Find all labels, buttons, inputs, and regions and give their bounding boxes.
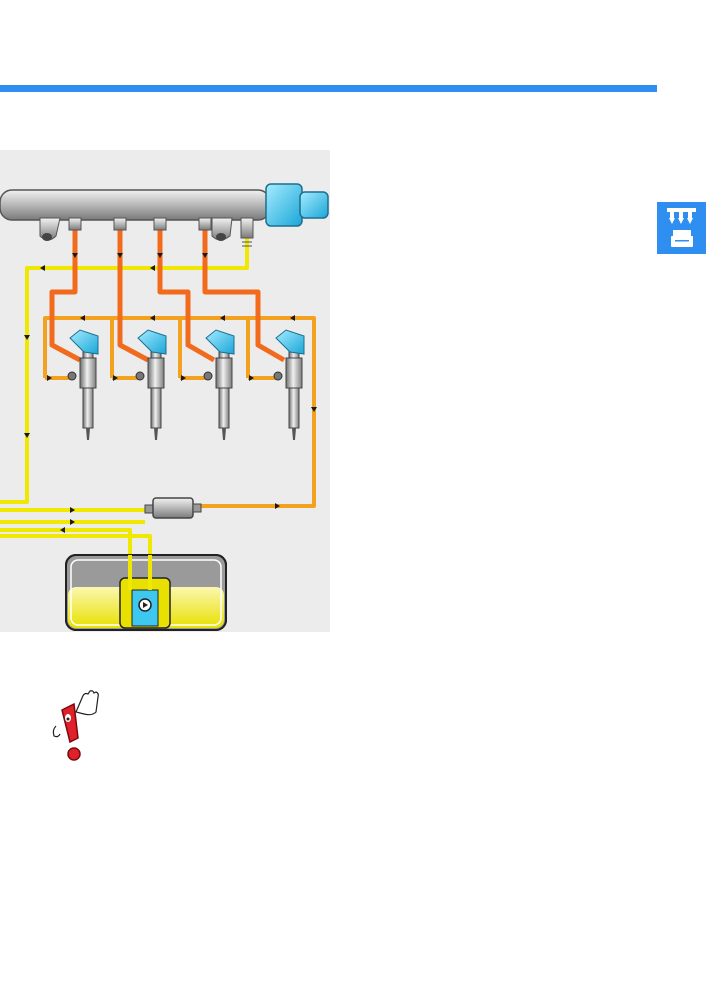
hp-line-1	[49, 228, 82, 363]
fuel-filter	[144, 497, 202, 519]
hp-line-2	[117, 228, 150, 363]
high-pressure-lines	[49, 228, 286, 363]
pressure-regulator	[265, 183, 329, 227]
injector	[135, 329, 167, 440]
fuel-injection-diagram	[0, 150, 330, 632]
warning-hand-figure-icon	[52, 690, 99, 761]
injector	[273, 329, 305, 440]
fuel-tank	[65, 554, 227, 631]
injector	[67, 329, 99, 440]
hp-line-4	[202, 228, 286, 363]
header-accent-rule	[0, 85, 657, 92]
common-rail	[0, 189, 271, 247]
engine-fuel-system-icon[interactable]	[657, 202, 706, 254]
flow-arrows	[24, 253, 317, 533]
return-line-rail	[0, 236, 249, 504]
hp-line-3	[157, 228, 216, 363]
injector	[203, 329, 235, 440]
